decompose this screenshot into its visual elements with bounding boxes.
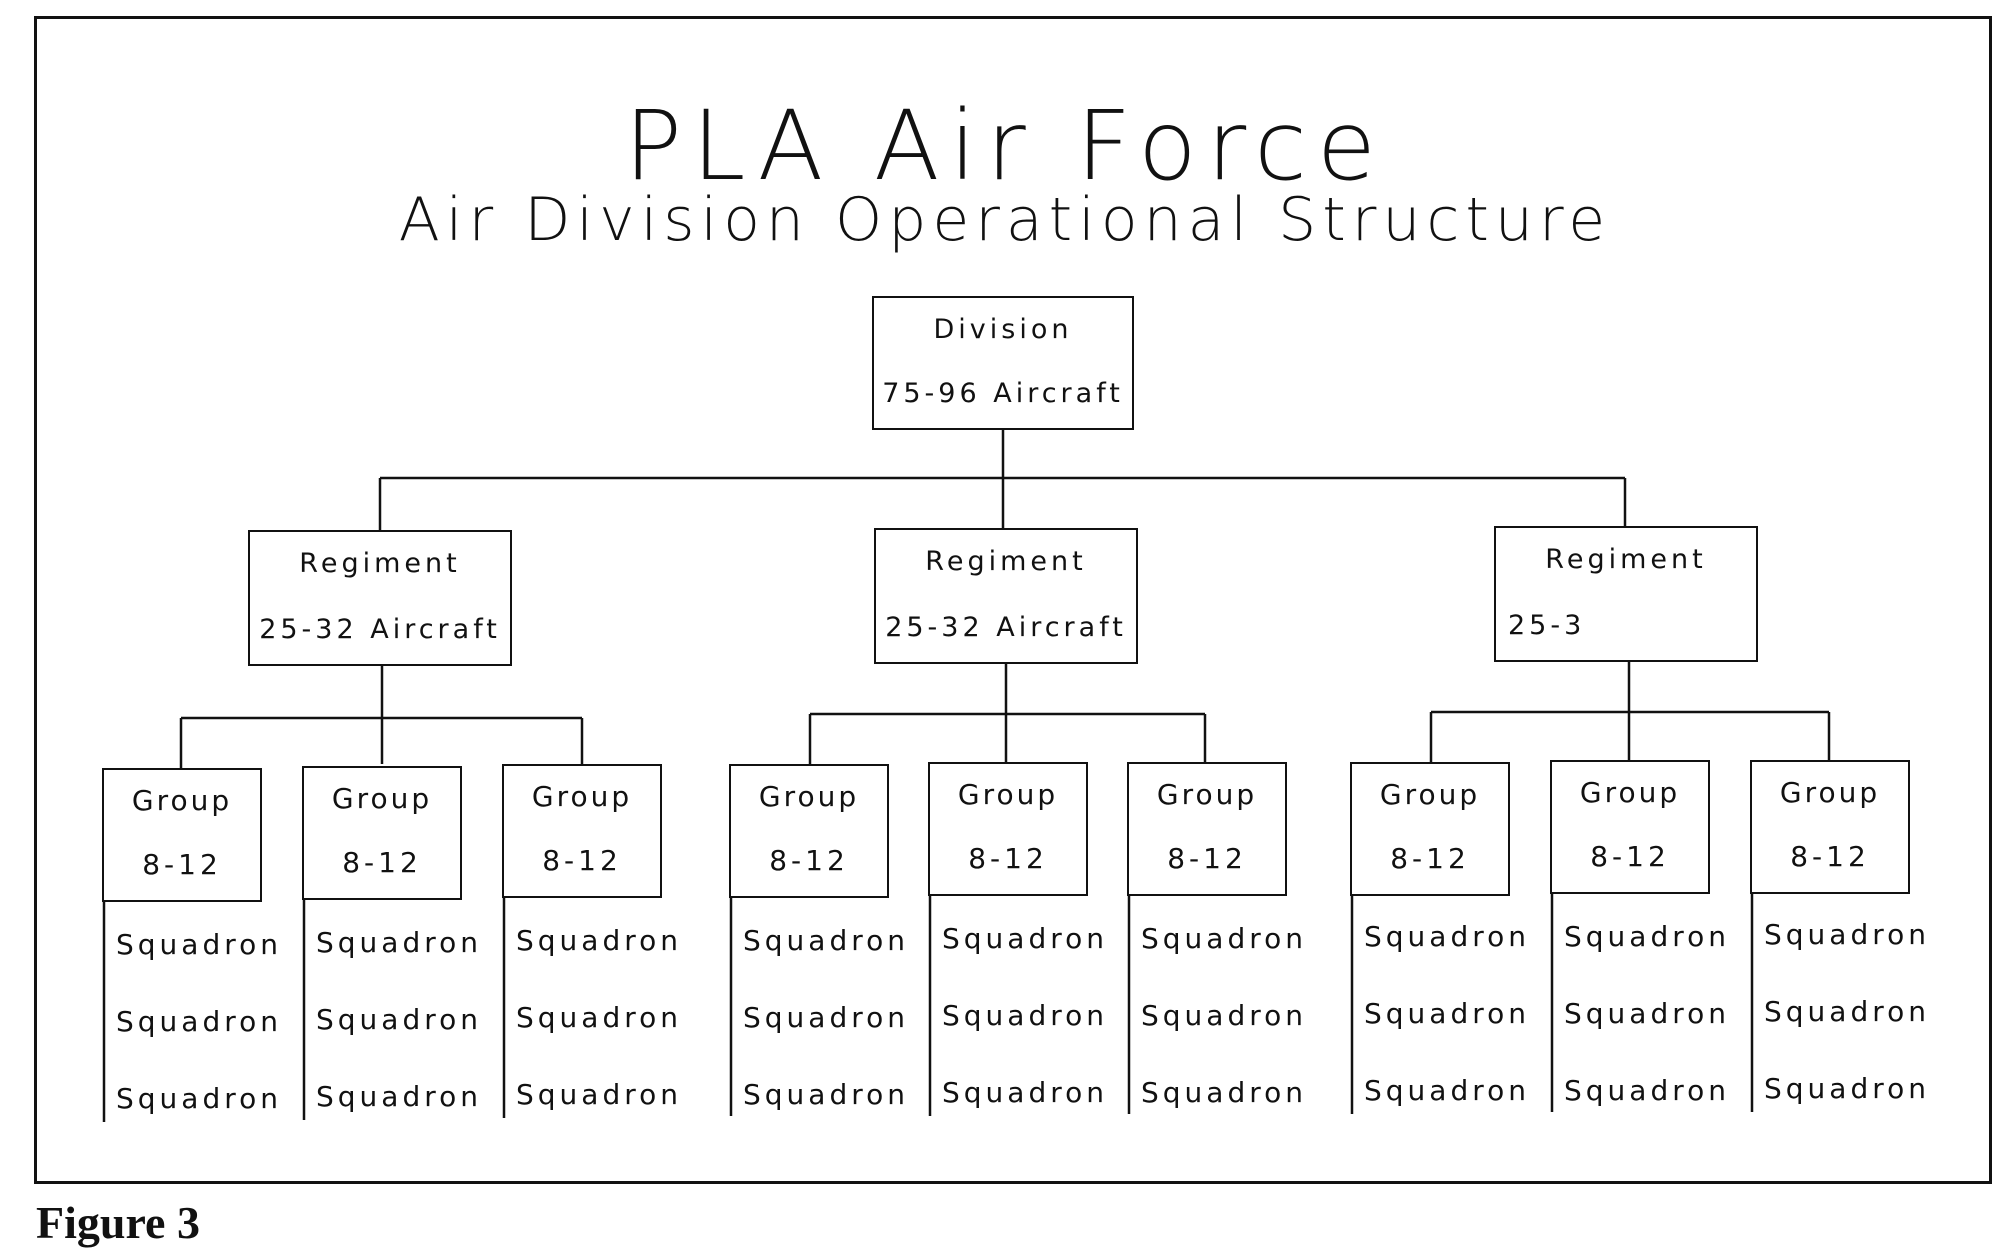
group-box: Group 8-12 <box>1127 762 1287 896</box>
squadron-label: Squadron <box>516 924 682 957</box>
group-aircraft: 8-12 <box>1590 840 1670 873</box>
squadron-label: Squadron <box>743 1078 909 1111</box>
group-aircraft: 8-12 <box>542 844 622 877</box>
group-box: Group 8-12 <box>729 764 889 898</box>
squadron-label: Squadron <box>1364 1074 1530 1107</box>
group-label: Group <box>331 782 433 815</box>
squadron-label: Squadron <box>1364 920 1530 953</box>
group-label: Group <box>957 778 1059 811</box>
squadron-label: Squadron <box>1564 1074 1730 1107</box>
squadron-label: Squadron <box>1764 918 1930 951</box>
group-box: Group 8-12 <box>1750 760 1910 894</box>
regiment-aircraft: 25-32 Aircraft <box>885 612 1127 643</box>
squadron-label: Squadron <box>1141 1076 1307 1109</box>
squadron-label: Squadron <box>516 1078 682 1111</box>
squadron-label: Squadron <box>116 1082 282 1115</box>
figure-label: Figure 3 <box>36 1197 200 1248</box>
squadron-label: Squadron <box>1764 995 1930 1028</box>
group-aircraft: 8-12 <box>968 842 1048 875</box>
regiment-box: Regiment 25-32 Aircraft <box>874 528 1138 664</box>
group-box: Group 8-12 <box>1550 760 1710 894</box>
squadron-label: Squadron <box>1564 997 1730 1030</box>
squadron-label: Squadron <box>116 1005 282 1038</box>
group-label: Group <box>758 780 860 813</box>
regiment-aircraft: 25-32 Aircraft <box>259 614 501 645</box>
group-aircraft: 8-12 <box>1390 842 1470 875</box>
regiment-label: Regiment <box>299 548 461 579</box>
regiment-box: Regiment 25-32 Aircraft <box>248 530 512 666</box>
squadron-label: Squadron <box>316 1080 482 1113</box>
squadron-label: Squadron <box>116 928 282 961</box>
main-title: PLA Air Force <box>624 90 1386 202</box>
group-aircraft: 8-12 <box>1167 842 1247 875</box>
squadron-label: Squadron <box>942 922 1108 955</box>
group-aircraft: 8-12 <box>1790 840 1870 873</box>
squadron-label: Squadron <box>743 1001 909 1034</box>
squadron-label: Squadron <box>516 1001 682 1034</box>
group-label: Group <box>1156 778 1258 811</box>
regiment-label: Regiment <box>1545 544 1707 575</box>
group-label: Group <box>131 784 233 817</box>
squadron-label: Squadron <box>942 1076 1108 1109</box>
group-label: Group <box>1579 776 1681 809</box>
division-aircraft: 75-96 Aircraft <box>882 378 1124 409</box>
group-label: Group <box>531 780 633 813</box>
squadron-label: Squadron <box>743 924 909 957</box>
squadron-label: Squadron <box>316 1003 482 1036</box>
sub-title: Air Division Operational Structure <box>398 185 1612 255</box>
squadron-label: Squadron <box>1141 922 1307 955</box>
squadron-label: Squadron <box>1141 999 1307 1032</box>
regiment-label: Regiment <box>925 546 1087 577</box>
group-aircraft: 8-12 <box>142 848 222 881</box>
squadron-label: Squadron <box>1364 997 1530 1030</box>
group-aircraft: 8-12 <box>342 846 422 879</box>
squadron-label: Squadron <box>1564 920 1730 953</box>
squadron-label: Squadron <box>316 926 482 959</box>
diagram-frame <box>34 16 1992 1184</box>
division-box: Division 75-96 Aircraft <box>872 296 1134 430</box>
division-label: Division <box>933 314 1073 345</box>
group-aircraft: 8-12 <box>769 844 849 877</box>
regiment-box: Regiment 25-3 <box>1494 526 1758 662</box>
group-label: Group <box>1379 778 1481 811</box>
group-box: Group 8-12 <box>302 766 462 900</box>
squadron-label: Squadron <box>942 999 1108 1032</box>
group-box: Group 8-12 <box>1350 762 1510 896</box>
group-label: Group <box>1779 776 1881 809</box>
group-box: Group 8-12 <box>928 762 1088 896</box>
group-box: Group 8-12 <box>102 768 262 902</box>
squadron-label: Squadron <box>1764 1072 1930 1105</box>
group-box: Group 8-12 <box>502 764 662 898</box>
regiment-aircraft: 25-3 <box>1508 610 1586 641</box>
